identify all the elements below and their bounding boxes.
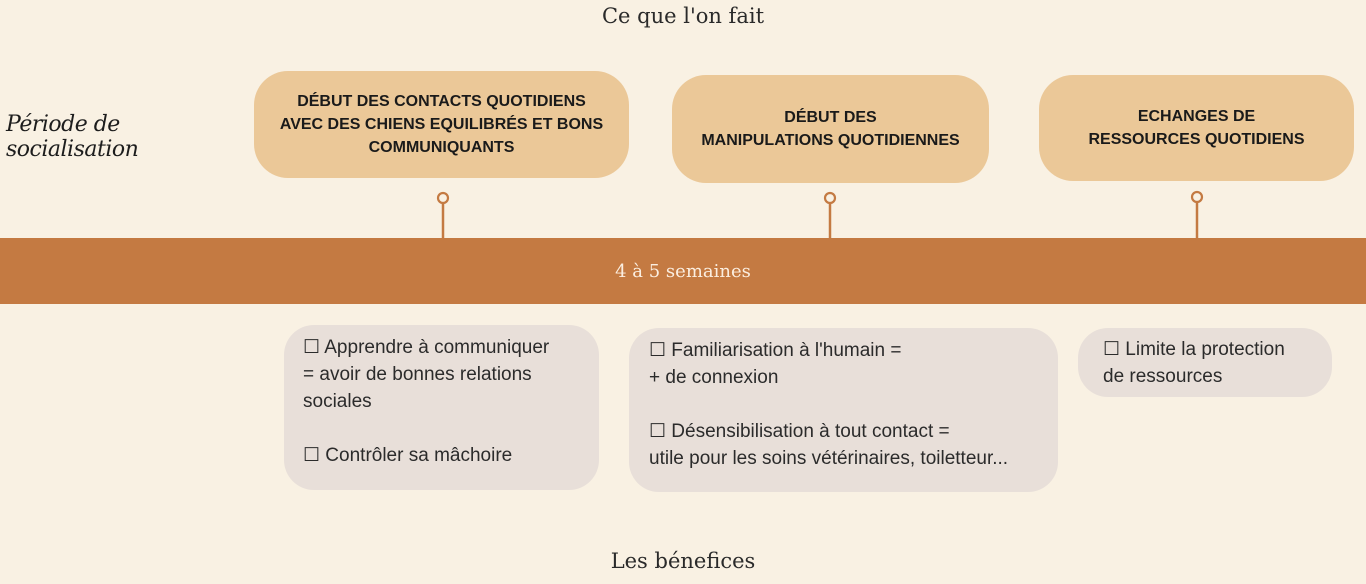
action-text: DÉBUT DES CONTACTS QUOTIDIENS AVEC DES C… <box>279 93 604 156</box>
connector-pin <box>436 191 450 240</box>
action-box-resources: ECHANGES DE RESSOURCES QUOTIDIENS <box>1039 75 1354 181</box>
band-label: 4 à 5 semaines <box>615 260 751 282</box>
benefit-item: ☐ Limite la protection de ressources <box>1103 339 1285 387</box>
benefit-box-handling: ☐ Familiarisation à l'humain = + de conn… <box>629 328 1058 492</box>
connector-pin <box>823 191 837 240</box>
action-box-manipulations: DÉBUT DES MANIPULATIONS QUOTIDIENNES <box>672 75 989 183</box>
benefit-box-communication: ☐ Apprendre à communiquer = avoir de bon… <box>284 325 599 490</box>
action-text: ECHANGES DE RESSOURCES QUOTIDIENS <box>1088 108 1305 148</box>
benefit-item: ☐ Contrôler sa mâchoire <box>303 445 513 466</box>
benefit-box-resources: ☐ Limite la protection de ressources <box>1078 328 1332 397</box>
benefits-heading: Les bénefices <box>610 549 756 573</box>
benefit-item: ☐ Familiarisation à l'humain = + de conn… <box>649 340 902 388</box>
action-text: DÉBUT DES MANIPULATIONS QUOTIDIENNES <box>701 109 960 149</box>
timeline-band: 4 à 5 semaines <box>0 238 1366 304</box>
benefit-item: ☐ Désensibilisation à tout contact = uti… <box>649 421 1009 469</box>
connector-pin <box>1190 190 1204 240</box>
action-box-contacts: DÉBUT DES CONTACTS QUOTIDIENS AVEC DES C… <box>254 71 629 178</box>
actions-heading: Ce que l'on fait <box>601 4 765 28</box>
period-label: Période de socialisation <box>6 112 139 162</box>
benefit-item: ☐ Apprendre à communiquer = avoir de bon… <box>303 337 550 412</box>
